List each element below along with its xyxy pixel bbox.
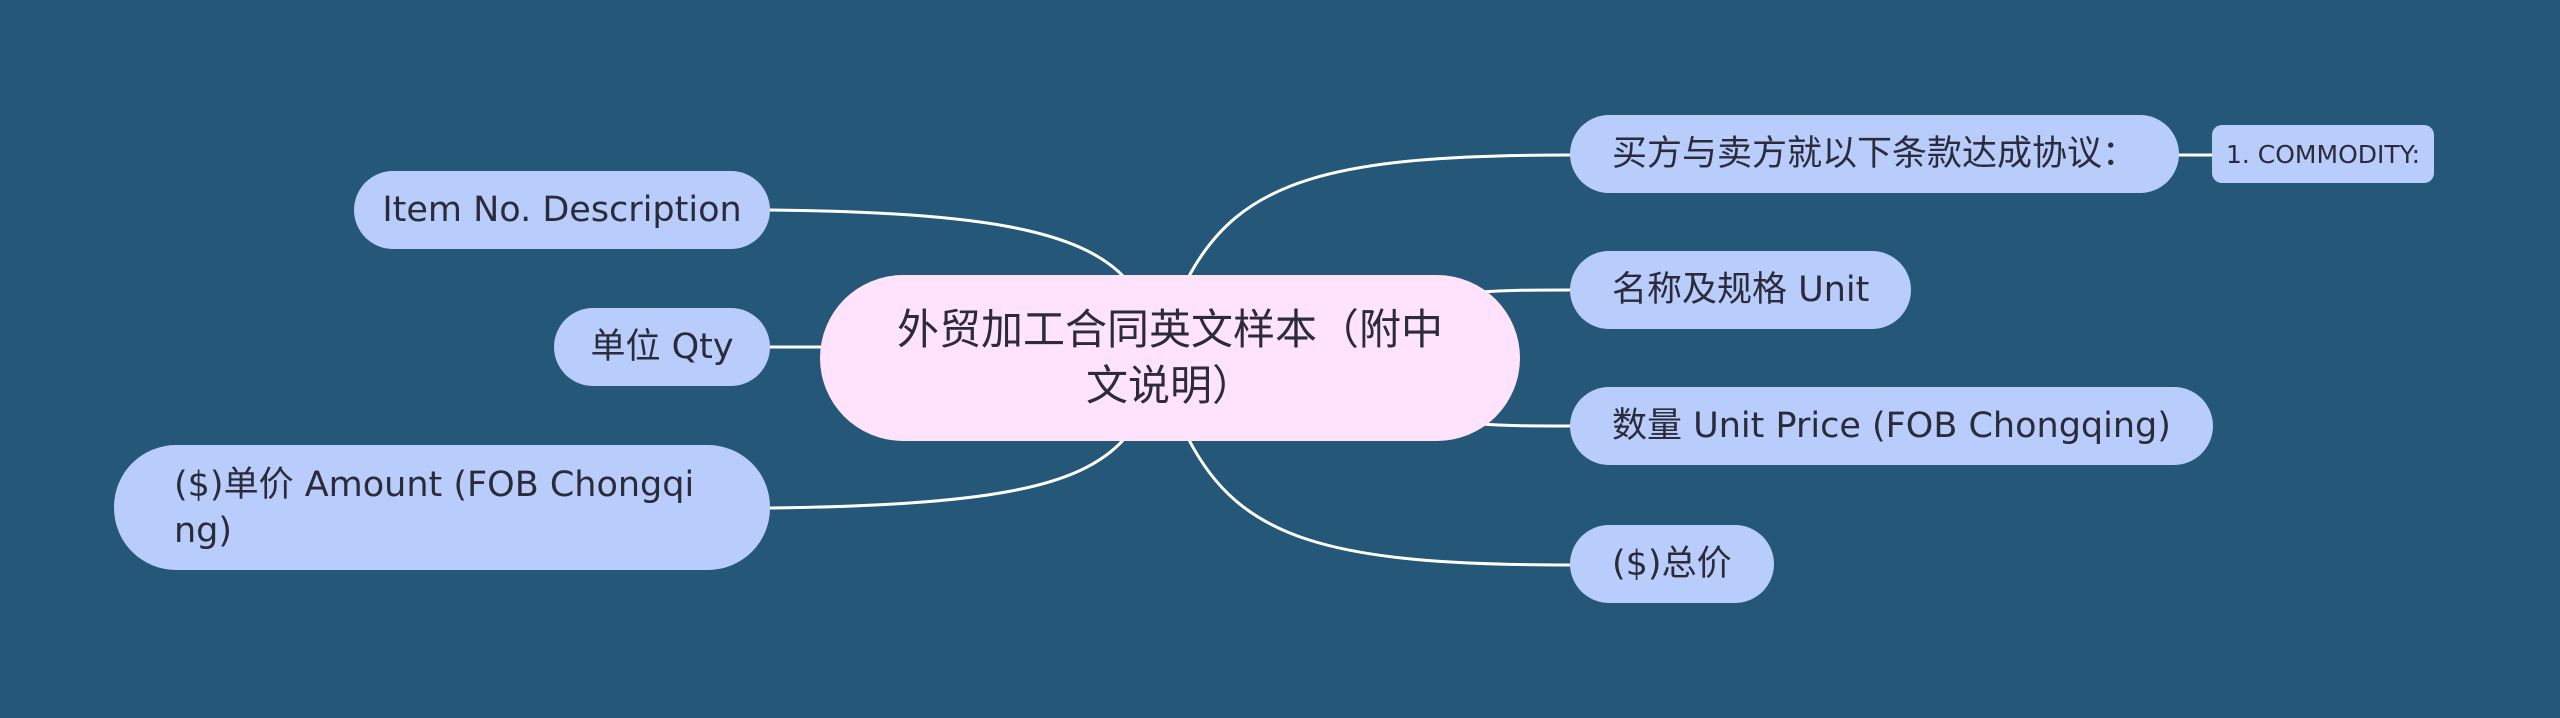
link-center-to-unit-price (768, 436, 1127, 510)
topic-item-description[interactable]: Item No. Description (354, 171, 770, 249)
topic-name-spec-label: 名称及规格 Unit (1612, 270, 1870, 310)
topic-agreement-label: 买方与卖方就以下条款达成协议： (1612, 134, 2138, 174)
link-center-to-item (768, 208, 1127, 280)
topic-total-price-label: ($)总价 (1612, 544, 1732, 584)
link-center-to-agreement (1186, 153, 1572, 280)
topic-name-spec[interactable]: 名称及规格 Unit (1570, 251, 1912, 329)
topic-unit-price-amount-label: ($)单价 Amount (FOB Chongqing) (174, 464, 695, 551)
topic-item-description-label: Item No. Description (382, 190, 742, 230)
topic-total-price[interactable]: ($)总价 (1570, 525, 1774, 603)
topic-quantity-label: 数量 Unit Price (FOB Chongqing) (1612, 406, 2171, 446)
topic-unit-qty-label: 单位 Qty (590, 327, 734, 367)
topic-quantity[interactable]: 数量 Unit Price (FOB Chongqing) (1570, 387, 2213, 465)
central-topic[interactable]: 外贸加工合同英文样本（附中文说明） (820, 275, 1520, 441)
topic-unit-qty[interactable]: 单位 Qty (554, 308, 770, 386)
link-center-to-name (1478, 288, 1572, 294)
central-topic-label: 外贸加工合同英文样本（附中文说明） (896, 305, 1443, 410)
subtopic-commodity-label: 1. COMMODITY: (2226, 139, 2421, 169)
topic-agreement[interactable]: 买方与卖方就以下条款达成协议： (1570, 115, 2180, 193)
link-center-to-total (1186, 436, 1572, 567)
link-center-to-quantity (1478, 422, 1572, 428)
subtopic-commodity[interactable]: 1. COMMODITY: (2212, 125, 2435, 183)
topic-unit-price-amount[interactable]: ($)单价 Amount (FOB Chongqing) (114, 445, 770, 570)
